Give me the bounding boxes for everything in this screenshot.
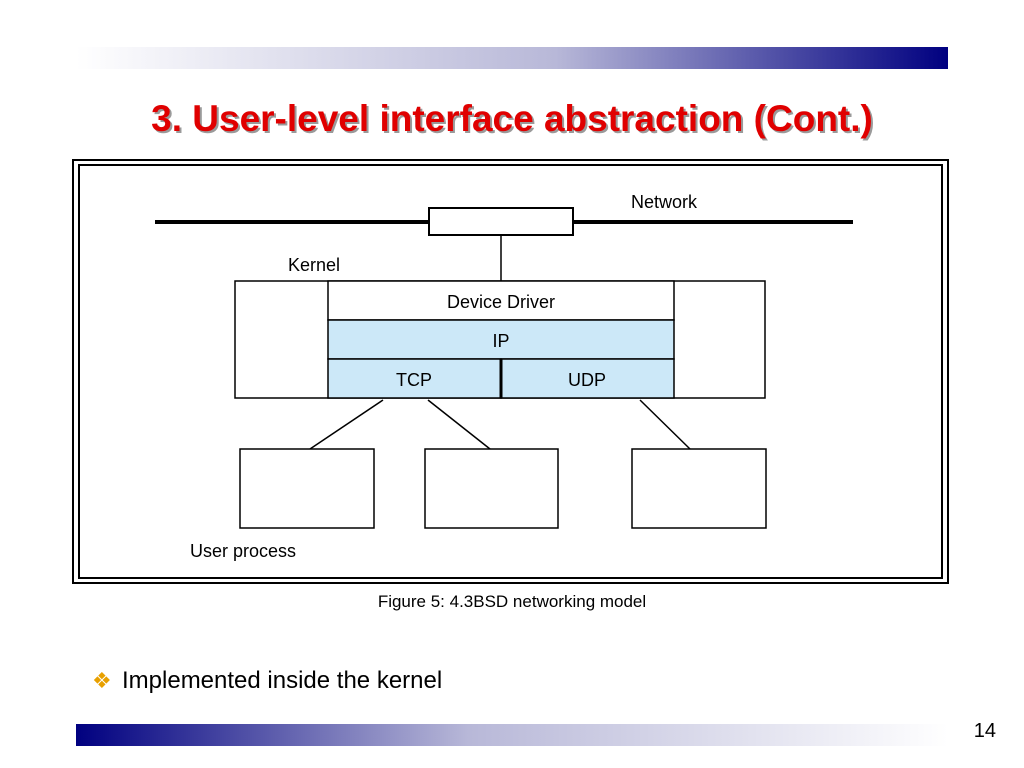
page-number: 14	[973, 720, 996, 742]
slide-title: 3. User-level interface abstraction (Con…	[151, 98, 873, 139]
bottom-gradient-bar	[76, 724, 948, 746]
tcp-to-process-1	[309, 399, 384, 450]
device-driver-box	[327, 280, 675, 321]
udp-to-process-3	[639, 399, 691, 450]
user-process-box-1	[239, 448, 375, 529]
top-gradient-bar	[76, 47, 948, 69]
network-interface-box	[428, 207, 574, 236]
udp-box	[500, 358, 675, 399]
bullet-text: Implemented inside the kernel	[122, 667, 443, 694]
network-label: Network	[631, 192, 698, 212]
diagram-frame-inner	[78, 164, 943, 579]
user-process-box-2	[424, 448, 559, 529]
user-process-label: User process	[190, 541, 296, 561]
figure-caption: Figure 5: 4.3BSD networking model	[377, 592, 647, 611]
ip-label: IP	[492, 331, 509, 351]
diagram-frame-outer	[72, 159, 949, 584]
user-process-box-3	[631, 448, 767, 529]
tcp-to-process-2	[427, 399, 491, 450]
device-driver-label: Device Driver	[447, 292, 555, 312]
tcp-box	[327, 358, 502, 399]
ip-box	[327, 319, 675, 360]
kernel-label: Kernel	[288, 255, 340, 275]
bullet-item: ❖ Implemented inside the kernel	[92, 667, 442, 695]
diamond-bullet-icon: ❖	[92, 668, 112, 693]
tcp-label: TCP	[396, 370, 432, 390]
udp-label: UDP	[568, 370, 606, 390]
